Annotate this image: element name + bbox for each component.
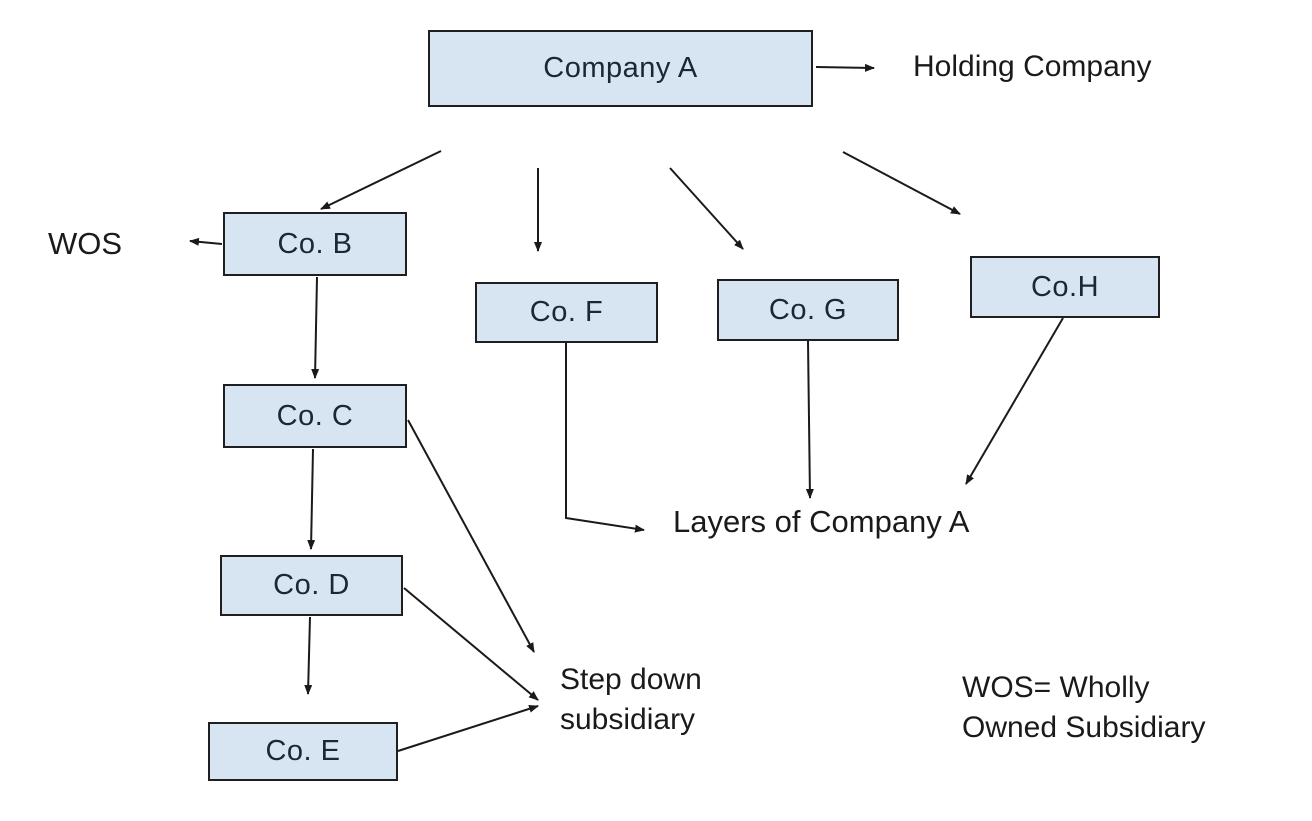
arrow-co-b-to-wos xyxy=(189,237,223,246)
node-co-g: Co. G xyxy=(717,279,899,341)
wos-legend-line-2: Owned Subsidiary xyxy=(962,711,1206,744)
holding-company-label: Holding Company xyxy=(913,50,1152,83)
arrow-co-c-to-co-d xyxy=(307,448,316,550)
arrow-co-f-to-layers xyxy=(565,343,645,533)
arrow-company-a-to-co-b xyxy=(320,150,442,210)
node-co-b: Co. B xyxy=(223,212,407,276)
layers-of-company-a-label: Layers of Company A xyxy=(673,504,970,539)
step-down-line-1: Step down xyxy=(560,663,702,696)
node-co-c: Co. C xyxy=(223,384,407,448)
node-co-f: Co. F xyxy=(475,282,658,343)
node-co-h: Co.H xyxy=(970,256,1160,318)
step-down-subsidiary-label: Step down subsidiary xyxy=(560,660,702,740)
node-co-f-label: Co. F xyxy=(529,296,604,328)
arrow-co-e-to-step-down xyxy=(397,704,539,752)
wos-label: WOS xyxy=(48,226,123,261)
node-co-e-label: Co. E xyxy=(265,735,341,767)
step-down-line-2: subsidiary xyxy=(560,703,696,736)
node-co-e: Co. E xyxy=(208,722,398,781)
node-company-a: Company A xyxy=(428,30,813,107)
node-company-a-label: Company A xyxy=(543,52,698,84)
node-co-b-label: Co. B xyxy=(277,227,353,260)
arrow-company-a-to-co-h xyxy=(842,151,961,215)
node-co-g-label: Co. G xyxy=(768,293,848,326)
arrow-company-a-to-co-g xyxy=(669,167,744,250)
node-co-d-label: Co. D xyxy=(273,569,350,601)
arrow-company-a-to-holding-company xyxy=(815,63,875,72)
node-co-h-label: Co.H xyxy=(1030,270,1100,303)
node-co-c-label: Co. C xyxy=(276,399,354,432)
arrow-co-g-to-layers xyxy=(805,340,814,499)
arrow-co-h-to-layers xyxy=(965,317,1064,485)
arrow-co-c-to-step-down xyxy=(407,419,535,653)
arrow-co-b-to-co-c xyxy=(311,276,320,379)
arrow-co-d-to-step-down xyxy=(403,587,539,701)
node-co-d: Co. D xyxy=(220,555,403,616)
wos-legend-label: WOS= Wholly Owned Subsidiary xyxy=(962,668,1205,748)
wos-legend-line-1: WOS= Wholly xyxy=(962,671,1150,704)
arrow-co-d-to-co-e xyxy=(304,616,313,695)
